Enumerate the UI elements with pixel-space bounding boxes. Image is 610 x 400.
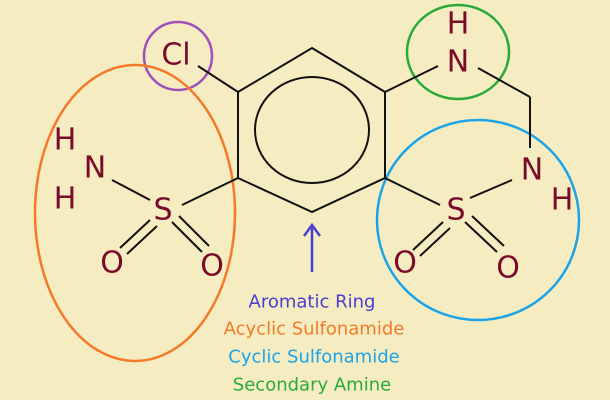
acyclic-oxygen-atom-2: O: [200, 249, 224, 284]
cyclic-nitrogen-atom: N: [521, 153, 543, 188]
acyclic-sulfur-atom: S: [153, 193, 172, 228]
chlorine-atom: Cl: [161, 38, 190, 73]
secondary-amine-highlight: [405, 3, 511, 101]
benzene-ring: [237, 46, 386, 214]
amine-nitrogen-atom: N: [447, 45, 469, 80]
cyclic-oxygen-atom-1: O: [393, 246, 417, 281]
cyclic-sulfur-atom: S: [446, 193, 465, 228]
acyclic-nitrogen-atom: N: [84, 151, 106, 186]
legend-cyclic-sulfonamide: Cyclic Sulfonamide: [228, 347, 399, 368]
bonds: [111, 65, 531, 257]
legend-acyclic-sulfonamide: Acyclic Sulfonamide: [224, 319, 405, 340]
chlorine-highlight-circle: [142, 20, 214, 92]
cyclic-sulfonamide-highlight: [375, 118, 581, 322]
acyclic-hydrogen-atom-2: H: [54, 182, 77, 217]
acyclic-hydrogen-atom-1: H: [54, 123, 77, 158]
acyclic-oxygen-atom-1: O: [100, 246, 124, 281]
cyclic-oxygen-atom-2: O: [496, 251, 520, 286]
cyclic-hydrogen-atom: H: [551, 183, 574, 218]
aromatic-circle: [254, 76, 370, 184]
legend-aromatic-ring: Aromatic Ring: [249, 292, 376, 313]
arrow-up-icon: [302, 222, 322, 272]
amine-hydrogen-atom: H: [447, 7, 470, 42]
acyclic-sulfonamide-highlight: [33, 63, 237, 363]
legend-secondary-amine: Secondary Amine: [233, 375, 391, 396]
